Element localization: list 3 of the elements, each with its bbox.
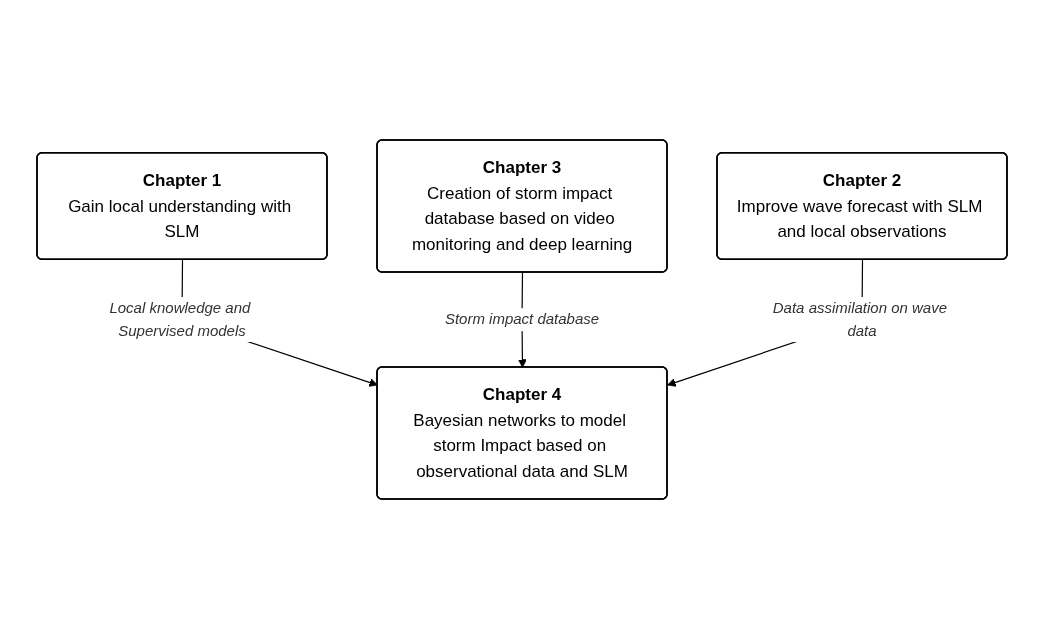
edge-label: Data assimilation on wave data — [772, 298, 947, 338]
edge-label: Storm impact database — [444, 309, 599, 327]
edge-label: Local knowledge and Supervised models — [108, 298, 250, 338]
